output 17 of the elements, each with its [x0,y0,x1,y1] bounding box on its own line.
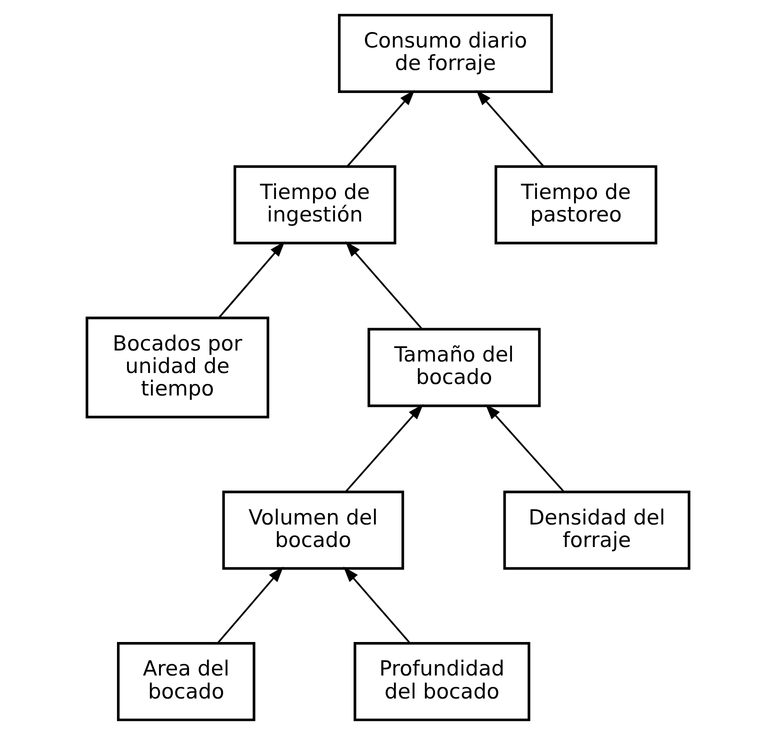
node-box: Tamaño del bocado [367,328,540,408]
arrow [344,404,423,492]
node-box: Consumo diario de forraje [337,14,552,93]
node-box: Volumen del bocado [222,490,404,570]
arrow [346,90,414,168]
node-box: Bocados por unidad de tiempo [85,316,269,418]
node-box: Area del bocado [116,642,255,722]
arrow [476,90,544,168]
arrow [484,404,564,492]
node-box: Tiempo de ingestión [233,165,396,244]
node-box: Tiempo de pastoreo [494,165,657,244]
arrow [218,241,284,318]
arrow [344,241,422,330]
node-box: Densidad del forraje [502,490,690,570]
node-box: Profundidad del bocado [353,642,530,722]
arrow [216,566,283,644]
arrow [342,566,410,644]
